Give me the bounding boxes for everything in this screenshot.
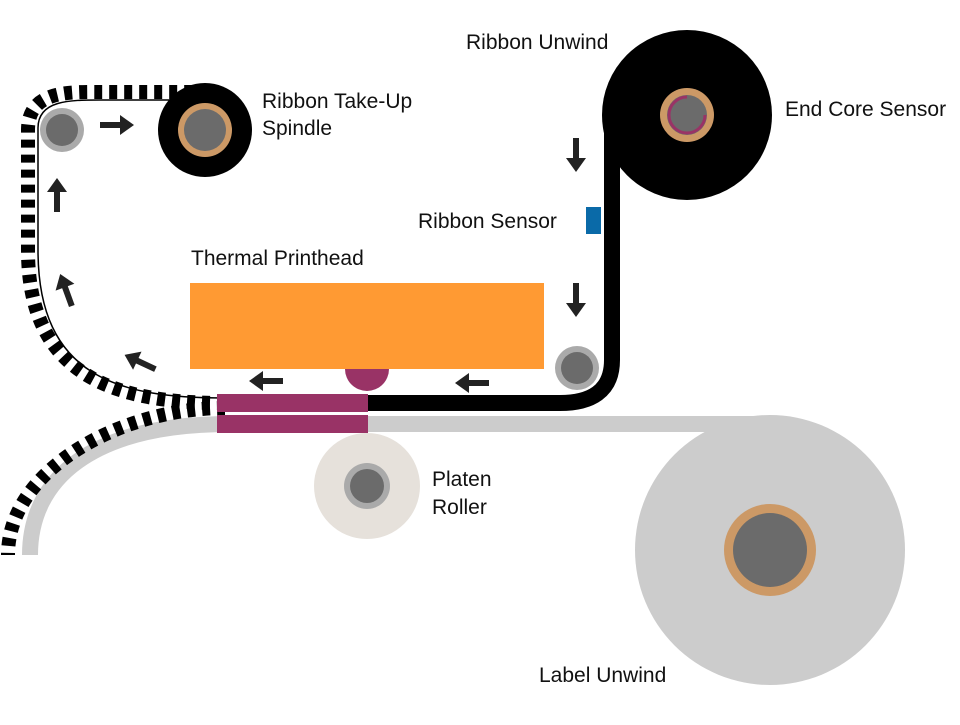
platen-roller bbox=[314, 433, 420, 539]
label-end-core-sensor: End Core Sensor bbox=[785, 98, 946, 121]
platen-core bbox=[350, 469, 384, 503]
printhead-dot bbox=[345, 369, 389, 391]
flow-arrows bbox=[47, 115, 586, 393]
idler-core bbox=[561, 352, 593, 384]
label-liner bbox=[22, 416, 770, 556]
idler-roller-right bbox=[555, 346, 599, 390]
label-platen-line2: Roller bbox=[432, 496, 487, 519]
label-label-unwind: Label Unwind bbox=[539, 664, 666, 687]
idler-roller-top-left bbox=[40, 108, 84, 152]
arrow-icon bbox=[47, 178, 67, 212]
take-up-core bbox=[184, 109, 226, 151]
print-zone bbox=[217, 394, 368, 433]
diagram-labels: Ribbon Unwind Ribbon Take-Up Spindle End… bbox=[191, 31, 946, 687]
arrow-icon bbox=[455, 373, 489, 393]
arrow-icon bbox=[566, 138, 586, 172]
label-take-up-line2: Spindle bbox=[262, 117, 332, 140]
ribbon-unwind-spool bbox=[602, 30, 772, 200]
end-core-sensor-mark bbox=[667, 95, 707, 135]
label-platen-line1: Platen bbox=[432, 468, 492, 491]
printhead-body bbox=[190, 283, 544, 369]
label-take-up-line1: Ribbon Take-Up bbox=[262, 90, 412, 113]
print-zone-ribbon bbox=[217, 394, 368, 412]
label-unwind-roll bbox=[635, 415, 905, 685]
take-up-spindle bbox=[158, 83, 252, 177]
used-ribbon-dashed bbox=[21, 84, 226, 410]
arrow-icon bbox=[100, 115, 134, 135]
ribbon-core bbox=[667, 95, 707, 135]
used-ribbon-path bbox=[1, 84, 226, 556]
label-ribbon-sensor: Ribbon Sensor bbox=[418, 210, 557, 233]
arrow-icon bbox=[55, 274, 75, 308]
fresh-ribbon bbox=[225, 115, 620, 411]
ribbon-sensor-block bbox=[586, 207, 601, 234]
thermal-printhead bbox=[190, 283, 544, 391]
arrow-icon bbox=[124, 351, 157, 372]
label-core bbox=[733, 513, 807, 587]
label-media-path bbox=[22, 416, 770, 556]
label-thermal-printhead: Thermal Printhead bbox=[191, 247, 364, 270]
used-ribbon-inner-line bbox=[37, 99, 226, 399]
arrow-icon bbox=[249, 371, 283, 391]
idler-core bbox=[46, 114, 78, 146]
label-ribbon-unwind: Ribbon Unwind bbox=[466, 31, 608, 54]
fresh-ribbon-path bbox=[225, 115, 620, 411]
used-ribbon-lower-dashed bbox=[1, 401, 226, 556]
print-zone-label bbox=[217, 415, 368, 433]
arrow-icon bbox=[566, 283, 586, 317]
